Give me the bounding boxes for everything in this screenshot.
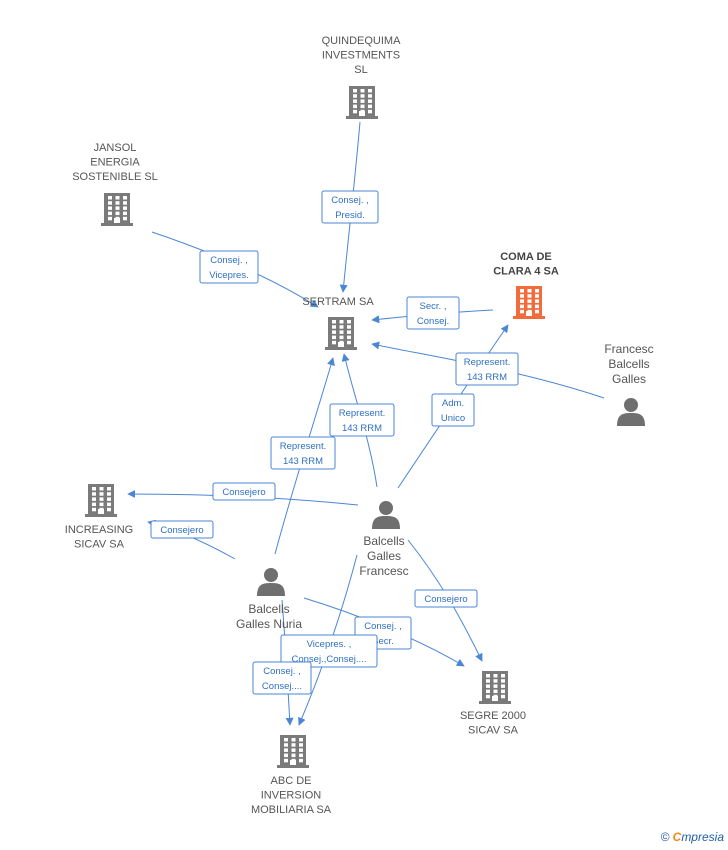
node-label-abc: MOBILIARIA SA <box>251 804 332 816</box>
node-jansol[interactable]: JANSOL ENERGIA SOSTENIBLE SL <box>72 142 158 226</box>
building-icon <box>479 671 511 704</box>
edge-label-text: Unico <box>441 413 465 424</box>
edge-label-box <box>150 520 214 539</box>
brand-logo-letter: C <box>672 830 682 844</box>
edge-label-box <box>199 250 259 284</box>
edge-label-text: Consej.... <box>262 681 302 692</box>
edge-label-text: Secr. , <box>420 301 447 312</box>
edge-label-box <box>455 352 519 386</box>
edge-label-box <box>431 393 475 427</box>
edge-label-e8[interactable]: Consejero <box>212 482 276 501</box>
edge-label-text: Consej. , <box>364 621 402 632</box>
node-label-segre: SEGRE 2000 <box>460 710 526 722</box>
person-icon <box>617 398 645 426</box>
edge-label-text: Consej. , <box>331 195 369 206</box>
edge-label-text: Consejero <box>160 525 203 536</box>
edge-labels-layer: Consej. , Presid. Consej. , Vicepres. Secr. … <box>150 190 519 695</box>
node-label-segre: SICAV SA <box>468 725 519 737</box>
node-label-balcells_f: Francesc <box>359 564 408 578</box>
node-sertram[interactable]: SERTRAM SA <box>302 296 374 350</box>
edge-label-text: Presid. <box>335 210 365 221</box>
node-label-sertram: SERTRAM SA <box>302 296 374 308</box>
brand-name: mpresia <box>681 830 724 844</box>
edge-label-text: Consej. , <box>263 666 301 677</box>
node-label-jansol: JANSOL <box>94 142 137 154</box>
edge-label-e2[interactable]: Consej. , Vicepres. <box>199 250 259 284</box>
node-label-francesc_bg: Francesc <box>604 342 653 356</box>
node-label-quindequima: INVESTMENTS <box>322 50 400 62</box>
building-icon <box>101 193 133 226</box>
building-icon <box>346 86 378 119</box>
node-label-jansol: ENERGIA <box>90 157 140 169</box>
edge-label-text: Secr. <box>372 636 394 647</box>
node-label-balcells_n: Galles Nuria <box>236 617 302 631</box>
edge-label-text: Consej.,Consej.... <box>292 654 367 665</box>
edge-label-e6[interactable]: Represent. 143 RRM <box>329 403 395 437</box>
node-label-quindequima: QUINDEQUIMA <box>322 35 402 47</box>
edge-label-text: Adm. <box>442 398 464 409</box>
node-label-quindequima: SL <box>354 64 367 76</box>
building-icon <box>513 286 545 319</box>
node-label-balcells_f: Balcells <box>363 534 404 548</box>
node-label-balcells_f: Galles <box>367 549 401 563</box>
building-icon <box>85 484 117 517</box>
node-label-jansol: SOSTENIBLE SL <box>72 171 158 183</box>
node-abc[interactable]: ABC DE INVERSION MOBILIARIA SA <box>251 735 332 816</box>
edge-label-text: 143 RRM <box>342 423 382 434</box>
edge-label-box <box>321 190 379 224</box>
person-icon <box>372 501 400 529</box>
node-quindequima[interactable]: QUINDEQUIMA INVESTMENTS SL <box>322 35 402 119</box>
nodes-layer: QUINDEQUIMA INVESTMENTS SL JANSOL ENERGIA SOS… <box>65 35 654 816</box>
edge-label-text: Consejero <box>424 594 467 605</box>
building-icon <box>325 317 357 350</box>
edge-label-text: 143 RRM <box>467 372 507 383</box>
edge-label-e10[interactable]: Consejero <box>414 589 478 608</box>
footer-brand[interactable]: ©Cmpresia <box>661 830 724 844</box>
edge-label-text: Consej. , <box>210 255 248 266</box>
node-label-francesc_bg: Galles <box>612 372 646 386</box>
edge-label-text: Represent. <box>280 441 326 452</box>
edge-label-e1[interactable]: Consej. , Presid. <box>321 190 379 224</box>
edge-label-text: Consej. <box>417 316 449 327</box>
edge-label-box <box>280 634 378 668</box>
edge-label-text: Represent. <box>464 357 510 368</box>
building-icon <box>277 735 309 768</box>
node-label-coma: COMA DE <box>500 251 552 263</box>
edge-label-e13[interactable]: Consej. , Consej.... <box>252 661 312 695</box>
edge-label-box <box>406 296 460 330</box>
node-label-abc: INVERSION <box>261 790 322 802</box>
edge-label-box <box>414 589 478 608</box>
node-label-abc: ABC DE <box>271 775 312 787</box>
edge-label-text: Consejero <box>222 487 265 498</box>
edge-label-e9[interactable]: Consejero <box>150 520 214 539</box>
edge-label-e3[interactable]: Secr. , Consej. <box>406 296 460 330</box>
edge-label-box <box>212 482 276 501</box>
edge-label-box <box>252 661 312 695</box>
node-label-increasing: SICAV SA <box>74 539 125 551</box>
edge-label-box <box>329 403 395 437</box>
edge-label-text: Vicepres. <box>209 270 248 281</box>
edge-label-e4[interactable]: Represent. 143 RRM <box>455 352 519 386</box>
node-label-increasing: INCREASING <box>65 524 133 536</box>
edge-label-e5[interactable]: Adm. Unico <box>431 393 475 427</box>
node-label-balcells_n: Balcells <box>248 602 289 616</box>
copyright-symbol: © <box>660 830 670 844</box>
edge-label-text: 143 RRM <box>283 456 323 467</box>
edge-label-text: Represent. <box>339 408 385 419</box>
edge-label-text: Vicepres. , <box>307 639 352 650</box>
person-icon <box>257 568 285 596</box>
edge-label-e7[interactable]: Represent. 143 RRM <box>270 436 336 470</box>
node-coma[interactable]: COMA DE CLARA 4 SA <box>493 251 559 319</box>
edge-label-box <box>270 436 336 470</box>
node-label-francesc_bg: Balcells <box>608 357 649 371</box>
edge-label-e12[interactable]: Vicepres. , Consej.,Consej.... <box>280 634 378 668</box>
node-increasing[interactable]: INCREASING SICAV SA <box>65 484 133 551</box>
node-label-coma: CLARA 4 SA <box>493 266 559 278</box>
